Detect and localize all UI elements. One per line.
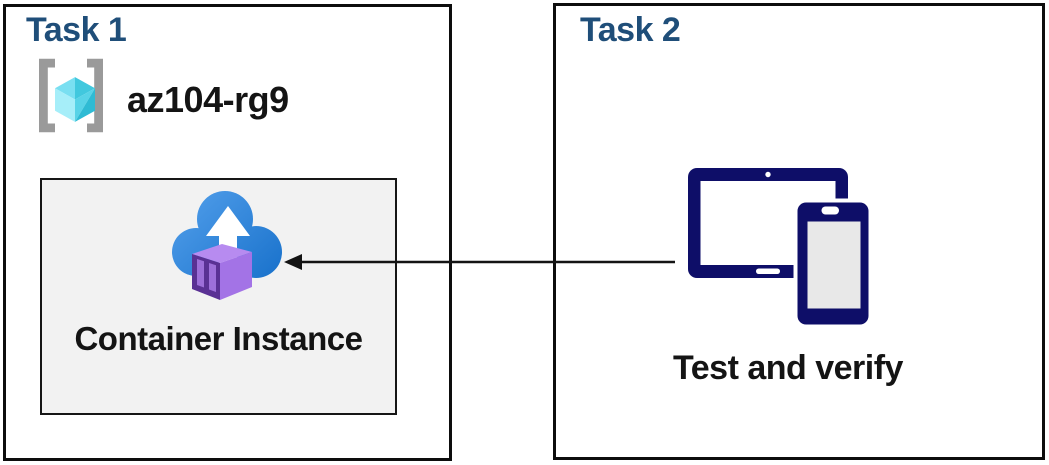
- task1-title: Task 1: [26, 11, 127, 49]
- resource-group-name: az104-rg9: [127, 79, 289, 120]
- container-cube: [192, 244, 252, 300]
- test-and-verify-label: Test and verify: [673, 349, 903, 387]
- container-instances-cloud-upload-icon: [172, 191, 282, 300]
- resource-group-icon: [39, 58, 103, 133]
- left-arrow-connector: [284, 254, 675, 270]
- task2-title: Task 2: [580, 11, 681, 49]
- container-instance-label: Container Instance: [74, 320, 363, 357]
- phone-icon: [793, 198, 873, 329]
- tablet-phone-devices-icon: [688, 168, 873, 329]
- upload-arrow-icon: [206, 206, 250, 264]
